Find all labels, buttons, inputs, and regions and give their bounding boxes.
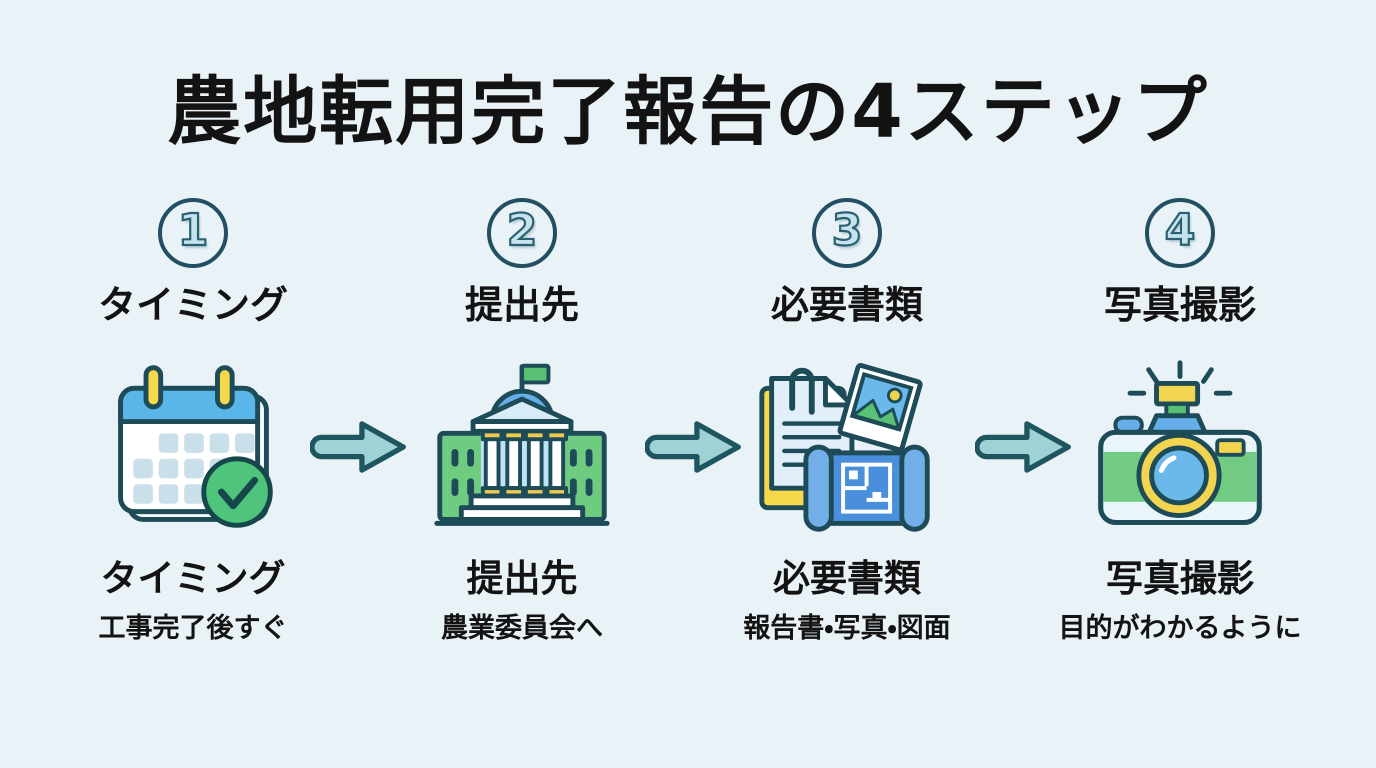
step-column-timing: 1 タイミング: [28, 198, 358, 647]
step-number-badge: 3: [812, 198, 882, 268]
right-arrow-icon: [645, 412, 745, 482]
step-detail-title: 必要書類: [773, 557, 921, 600]
step-detail-desc: 目的がわかるように: [1058, 613, 1302, 644]
step-label: タイミング: [97, 283, 288, 327]
step-detail-title: 提出先: [466, 557, 578, 600]
step-label: 提出先: [464, 283, 579, 327]
step-detail-desc: 農業委員会へ: [441, 613, 603, 644]
step-number: 3: [831, 205, 864, 256]
page-title: 農地転用完了報告の4ステップ: [167, 69, 1209, 155]
calendar-check-icon: [100, 354, 286, 542]
right-arrow-icon: [975, 412, 1075, 482]
step-label: 必要書類: [770, 283, 923, 327]
step-number-badge: 2: [487, 198, 557, 268]
step-detail-title: 写真撮影: [1106, 557, 1254, 600]
step-column-documents: 3 必要書類: [682, 198, 1012, 647]
step-column-photo: 4 写真撮影: [1015, 198, 1345, 647]
step-column-destination: 2 提出先: [357, 198, 687, 647]
step-number: 1: [177, 205, 210, 256]
camera-icon: [1087, 354, 1273, 542]
documents-icon: [749, 354, 945, 542]
right-arrow-icon: [310, 412, 410, 482]
step-detail-title: タイミング: [100, 557, 286, 600]
step-label: 写真撮影: [1103, 283, 1256, 327]
step-number: 2: [506, 205, 539, 256]
government-building-icon: [429, 354, 615, 542]
step-detail-desc: 工事完了後すぐ: [98, 613, 288, 644]
step-number-badge: 4: [1145, 198, 1215, 268]
step-number-badge: 1: [158, 198, 228, 268]
step-detail-desc: 報告書・写真・図面: [743, 613, 951, 644]
step-number: 4: [1164, 205, 1197, 256]
